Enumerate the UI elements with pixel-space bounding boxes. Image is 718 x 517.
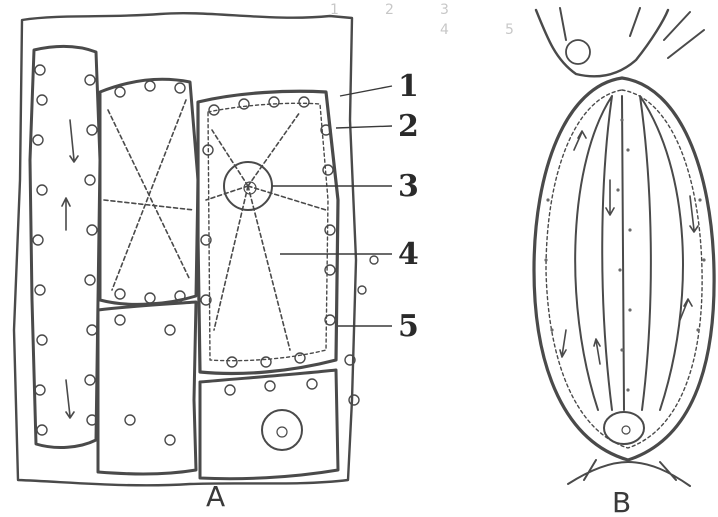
nucleolus-lower: [277, 427, 287, 437]
cell-wall-lower-middle: [98, 302, 196, 474]
top-nucleus: [566, 40, 590, 64]
panel-b: [534, 8, 714, 486]
cytoplasm-strands-right: [206, 112, 326, 350]
callout-leaders: [272, 86, 392, 326]
callout-number-2: 2: [398, 109, 419, 144]
cytoplasm-stipple-b: [544, 118, 705, 391]
top-cell-fragment: [536, 10, 668, 76]
header-fragment-5: 5: [505, 22, 514, 38]
nucleus-b: [604, 412, 644, 444]
top-cell-walls: [560, 8, 704, 58]
streaming-arrows-a: [62, 120, 78, 418]
callout-number-1: 1: [398, 69, 419, 104]
chloroplasts-panel-a: [33, 65, 378, 445]
header-fragment-3: 3: [440, 2, 449, 18]
header-bleed-text: 1 2 3 4 5: [330, 2, 514, 38]
cell-wall-left: [30, 46, 100, 447]
cell-wall-middle: [100, 79, 198, 304]
panel-a: [14, 13, 378, 485]
nucleus-lower: [262, 410, 302, 450]
header-fragment-2: 2: [385, 2, 394, 18]
cytoplasm-lining: [208, 103, 328, 360]
leader-2: [336, 126, 392, 128]
panel-label-a: A: [206, 480, 225, 513]
callout-number-5: 5: [398, 309, 419, 344]
cell-wall-right: [198, 91, 338, 373]
tissue-outline: [14, 13, 356, 485]
cytoplasm-strands-middle: [104, 100, 194, 290]
leader-1: [340, 86, 392, 96]
bottom-cell-walls: [568, 460, 690, 486]
cell-wall-lower-right: [200, 370, 338, 479]
callout-number-4: 4: [398, 237, 419, 272]
panel-label-b: B: [612, 486, 631, 517]
cytoplasm-strands-b: [575, 96, 683, 410]
header-fragment-4: 4: [440, 22, 449, 38]
nucleolus-b: [622, 426, 630, 434]
callout-number-3: 3: [398, 169, 419, 204]
